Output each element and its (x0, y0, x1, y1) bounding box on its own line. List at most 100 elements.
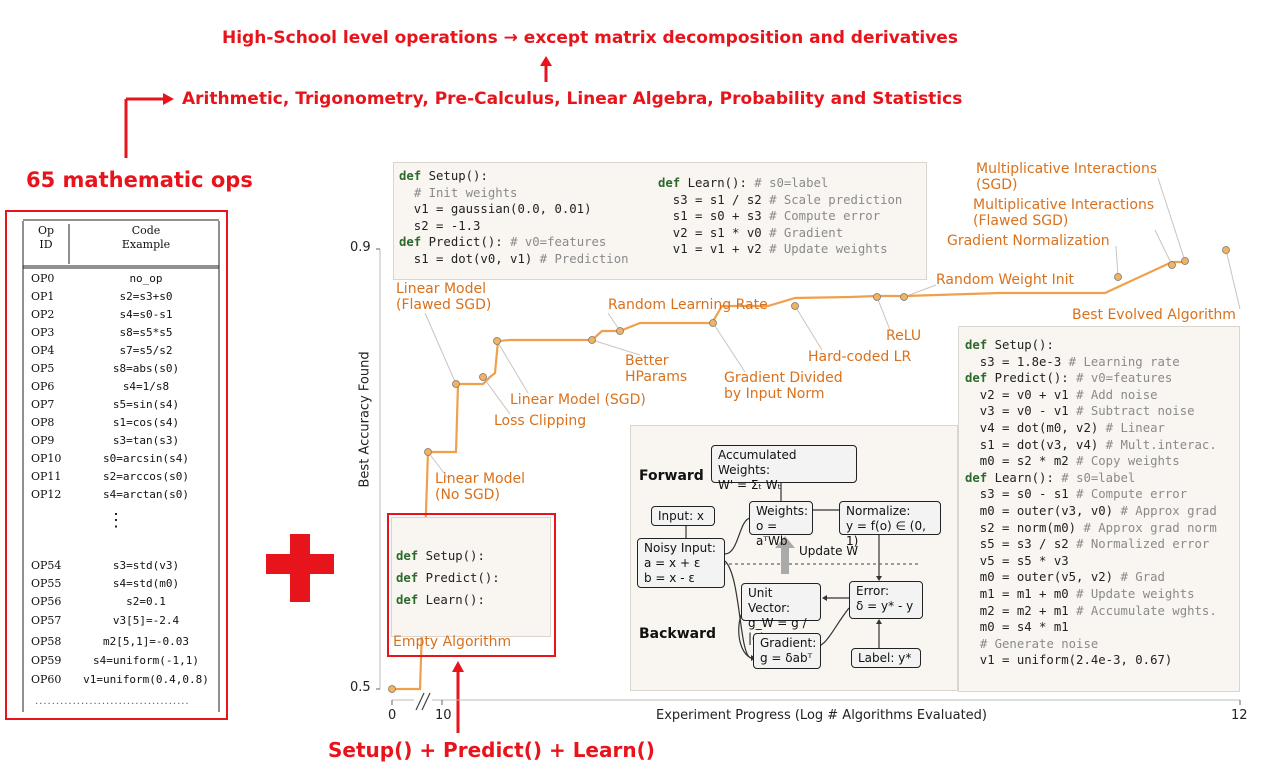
code-comment: # v0=features (1076, 371, 1173, 386)
code-line: v1 = v1 + v2 # Update weights (658, 241, 902, 258)
ops-row-code: s3=tan(s3) (112, 434, 180, 447)
forward-label: Forward (639, 468, 704, 484)
ops-row-code: s0=arcsin(s4) (102, 452, 190, 465)
leader-line (712, 322, 746, 373)
ops-header-id-line1: Op (37, 224, 55, 237)
code-line: v3 = v0 - v1 # Subtract noise (965, 403, 1217, 420)
normalize-box: Normalize: y = f(o) ∈ (0, 1) (839, 501, 941, 548)
weights-box: Weights: o = aᵀWb (749, 501, 813, 548)
marker-point (452, 380, 460, 388)
code-line: m1 = m1 + m0 # Update weights (965, 586, 1217, 603)
leader-line (591, 339, 641, 356)
unit-vector-title: Unit Vector: (748, 586, 791, 615)
ops-row-id: OP10 (31, 452, 62, 465)
ops-row-code: s1=cos(s4) (112, 416, 180, 429)
label-grad-div: Gradient Divided by Input Norm (724, 370, 843, 402)
elbow-arrow-head (163, 93, 174, 105)
update-w-label: Update W (799, 544, 859, 558)
label-linear-sgd: Linear Model (SGD) (510, 392, 646, 408)
code-keyword: def (396, 549, 419, 563)
diagram-panel: Forward Backward Accumulated Weights: W'… (630, 425, 958, 691)
code-comment: # v0=features (510, 235, 607, 249)
label-box: Label: y* (851, 648, 921, 668)
code-comment: # Approx grad (1120, 503, 1217, 518)
marker-point (616, 327, 624, 335)
code-text: Predict(): (421, 235, 511, 249)
noisy-input-box: Noisy Input: a = x + ε b = x - ε (637, 538, 725, 588)
code-line: def Predict(): # v0=features (399, 234, 629, 251)
gradient-box: Gradient: g = δabᵀ (753, 633, 821, 669)
code-line: # Init weights (399, 185, 629, 202)
code-text: s3 = 1.8e-3 (965, 354, 1069, 369)
code-initial-right: def Learn(): # s0=label s3 = s1 / s2 # S… (658, 175, 902, 258)
backward-label: Backward (639, 626, 717, 642)
code-line: v2 = s1 * v0 # Gradient (658, 225, 902, 242)
up-arrow-top-head (540, 56, 552, 66)
ops-header-id-line2: ID (39, 238, 53, 251)
ops-row-code: s2=0.1 (126, 595, 166, 608)
input-box: Input: x (651, 506, 715, 526)
x-tick-12: 12 (1231, 708, 1248, 723)
label-mult-flawed-line2: (Flawed SGD) (973, 213, 1069, 229)
code-keyword: def (965, 338, 988, 352)
label-empty: Empty Algorithm (393, 634, 512, 650)
code-keyword: def (965, 470, 988, 485)
ops-header-code-line1: Code (131, 224, 161, 237)
plus-vertical (290, 534, 310, 602)
ops-row-id: OP5 (31, 362, 55, 375)
code-text: Setup(): (987, 338, 1054, 352)
label-linear-flawed-line1: Linear Model (396, 281, 486, 297)
code-text: Learn(): (418, 593, 485, 607)
ops-row-code: s4=uniform(-1,1) (93, 654, 199, 667)
y-tick-top: 0.9 (350, 240, 371, 255)
axis-break-mark-2 (421, 692, 431, 711)
code-text: v5 = s5 * v3 (965, 553, 1069, 568)
weights-formula: o = aᵀWb (756, 519, 788, 548)
ops-row-code: no_op (129, 272, 163, 285)
leader-line (1115, 245, 1119, 278)
code-comment: # Normalized error (1076, 537, 1210, 552)
code-line: m0 = s4 * m1 (965, 619, 1217, 636)
code-keyword: def (965, 371, 988, 386)
code-comment: # Approx grad norm (1083, 520, 1217, 535)
ops-header-id: Op ID (25, 224, 67, 252)
code-text: Learn(): (680, 176, 755, 190)
code-text: v3 = v0 - v1 (965, 404, 1077, 419)
code-line: v2 = v0 + v1 # Add noise (965, 387, 1217, 404)
ops-row-code: v1=uniform(0.4,0.8) (83, 673, 209, 686)
code-comment: # Init weights (413, 185, 518, 200)
marker-point (900, 293, 908, 301)
code-comment: # Grad (1120, 570, 1165, 585)
accumulated-weights-title: Accumulated Weights: (718, 448, 797, 477)
ops-row-id: OP1 (31, 290, 55, 303)
code-comment: # Add noise (1076, 387, 1158, 402)
code-text: v1 = gaussian(0.0, 0.01) (399, 202, 592, 216)
code-line: v4 = dot(m0, v2) # Linear (965, 420, 1217, 437)
label-mult-sgd-line2: (SGD) (976, 177, 1018, 193)
leader-line (482, 376, 511, 415)
noisy-input-b: b = x - ε (644, 571, 695, 585)
code-text: s3 = s1 / s2 (658, 192, 770, 207)
code-line: def Learn(): # s0=label (965, 470, 1217, 487)
code-comment: # Compute error (769, 209, 881, 223)
second-annotation: Arithmetic, Trigonometry, Pre-Calculus, … (182, 89, 963, 109)
code-keyword: def (658, 176, 681, 190)
y-tick-bottom: 0.5 (350, 680, 371, 695)
code-comment: # Accumulate wghts. (1076, 603, 1217, 618)
code-line: def Predict(): (396, 567, 500, 589)
ops-row-code: s2=arccos(s0) (102, 470, 190, 483)
code-comment: # Scale prediction (769, 192, 903, 207)
code-line: s3 = 1.8e-3 # Learning rate (965, 354, 1217, 371)
label-random-lr: Random Learning Rate (608, 297, 768, 313)
code-comment: # Gradient (769, 225, 844, 240)
ops-row-code: s5=sin(s4) (112, 398, 180, 411)
code-line: v1 = uniform(2.4e-3, 0.67) (965, 652, 1217, 669)
code-text: m1 = m1 + m0 (965, 586, 1077, 601)
